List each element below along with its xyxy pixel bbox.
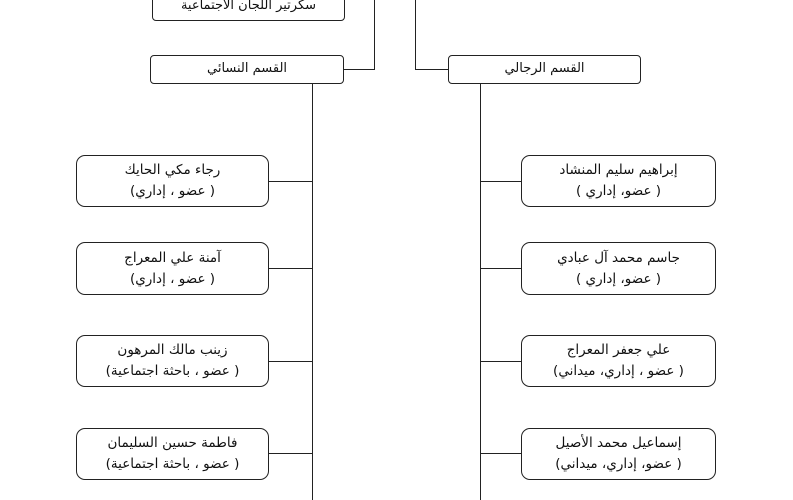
member-role: ( عضو ، إداري، ميداني): [553, 363, 684, 379]
member-role: ( عضو ، باحثة اجتماعية): [105, 456, 240, 472]
connector-line: [480, 361, 522, 363]
women-member-box: زينب مالك المرهون ( عضو ، باحثة اجتماعية…: [76, 335, 269, 387]
connector-line: [268, 453, 313, 455]
member-name: جاسم محمد آل عبادي: [557, 249, 680, 266]
secretary-box: سكرتير اللجان الاجتماعية: [152, 0, 345, 21]
connector-line: [480, 181, 522, 183]
member-role: ( عضو ، باحثة اجتماعية): [105, 363, 240, 379]
women-section-label: القسم النسائي: [206, 61, 288, 77]
men-member-box: إبراهيم سليم المنشاد ( عضو، إداري ): [521, 155, 716, 207]
men-member-box: جاسم محمد آل عبادي ( عضو، إداري ): [521, 242, 716, 295]
member-role: ( عضو ، إداري): [129, 183, 216, 199]
connector-line: [268, 361, 313, 363]
connector-line: [374, 0, 376, 70]
member-name: إبراهيم سليم المنشاد: [559, 162, 678, 179]
member-name: زينب مالك المرهون: [117, 342, 228, 359]
connector-line: [480, 268, 522, 270]
men-member-box: إسماعيل محمد الأصيل ( عضو، إداري، ميداني…: [521, 428, 716, 480]
member-name: علي جعفر المعراج: [566, 342, 671, 359]
women-member-box: فاطمة حسين السليمان ( عضو ، باحثة اجتماع…: [76, 428, 269, 480]
member-role: ( عضو، إداري ): [575, 183, 662, 199]
men-section-box: القسم الرجالي: [448, 55, 641, 84]
member-name: إسماعيل محمد الأصيل: [555, 435, 682, 452]
men-section-label: القسم الرجالي: [504, 61, 585, 77]
member-name: فاطمة حسين السليمان: [107, 435, 238, 452]
connector-line: [480, 83, 482, 500]
women-member-box: آمنة علي المعراج ( عضو ، إداري): [76, 242, 269, 295]
member-name: رجاء مكي الحايك: [124, 162, 221, 179]
member-name: آمنة علي المعراج: [124, 249, 221, 266]
women-member-box: رجاء مكي الحايك ( عضو ، إداري): [76, 155, 269, 207]
member-role: ( عضو، إداري ): [575, 270, 662, 287]
secretary-label: سكرتير اللجان الاجتماعية: [180, 0, 317, 14]
member-role: ( عضو ، إداري): [129, 270, 216, 287]
men-member-box: علي جعفر المعراج ( عضو ، إداري، ميداني): [521, 335, 716, 387]
connector-line: [415, 69, 448, 71]
women-section-box: القسم النسائي: [150, 55, 344, 84]
member-role: ( عضو، إداري، ميداني): [555, 456, 682, 472]
connector-line: [268, 181, 313, 183]
connector-line: [268, 268, 313, 270]
connector-line: [480, 453, 522, 455]
connector-line: [312, 83, 314, 500]
connector-line: [343, 69, 375, 71]
connector-line: [415, 0, 417, 70]
